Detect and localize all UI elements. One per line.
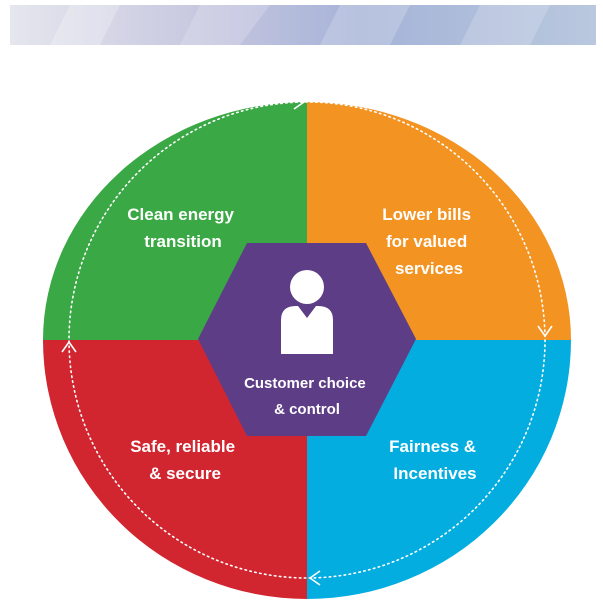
arrow-left-icon: [308, 570, 321, 586]
label-bottom-right: Fairness & Incentives: [389, 437, 481, 483]
arrow-right-icon: [293, 94, 306, 110]
center-label: Customer choice & control: [244, 375, 370, 418]
arrow-down-icon: [537, 325, 553, 338]
arrow-up-icon: [61, 340, 77, 353]
header-banner: [10, 5, 596, 45]
label-top-right: Lower bills for valued services: [382, 205, 476, 278]
cycle-ring: [68, 101, 546, 579]
label-bottom-left: Safe, reliable & secure: [130, 437, 240, 483]
label-top-left: Clean energy transition: [127, 205, 239, 251]
person-icon: [281, 270, 333, 354]
